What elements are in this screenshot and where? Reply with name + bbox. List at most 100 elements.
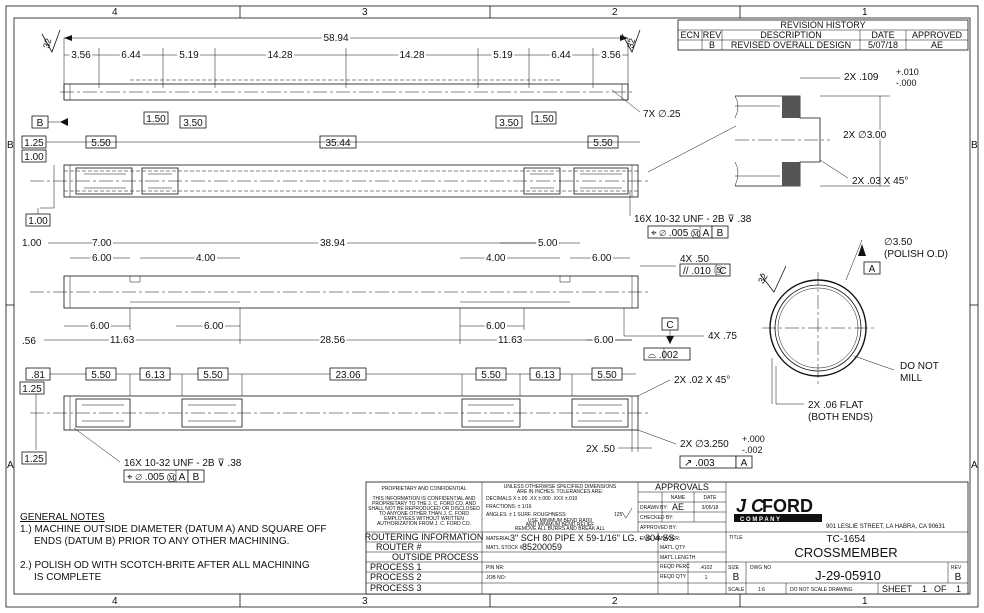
end-polish: (POLISH O.D) xyxy=(884,249,948,260)
zone-ticks xyxy=(6,6,978,607)
v4-od-minus: -.002 xyxy=(742,445,763,455)
v3-dim-600-br: 6.00 xyxy=(594,335,614,346)
v3-profile: ⌓ .002 xyxy=(648,350,679,361)
tol-decimals: DECIMALS X ±.00 .XX ±.000 .XXX ±.010 xyxy=(486,496,578,502)
tol-head-2: ARE IN INCHES. TOLERANCES ARE: xyxy=(517,489,603,495)
zone-top-2: 2 xyxy=(612,7,618,18)
notes-title: GENERAL NOTES xyxy=(20,512,105,523)
outside-process: OUTSIDE PROCESS xyxy=(392,552,479,562)
v3-parallel-datum: C xyxy=(719,266,726,277)
drawn-label: DRAWN BY: xyxy=(640,505,668,511)
v4-dim-550-3: 5.50 xyxy=(481,370,501,381)
rev-value: B xyxy=(955,572,962,583)
tol-radii-1: USE MINIMUM BEND RADII xyxy=(528,518,592,524)
note-2b: IS COMPLETE xyxy=(34,572,102,583)
v4-od: 2X ∅3.250 xyxy=(680,439,729,450)
v1-dim-2: 6.44 xyxy=(121,50,141,61)
v2-dim-150-right: 1.50 xyxy=(534,114,554,125)
v3-dim-100: 1.00 xyxy=(22,238,42,249)
v4-runout: ↗ .003 xyxy=(684,458,715,469)
v4-fcf-tol: ⌖ ∅ .005 Ⓜ xyxy=(127,472,177,483)
size-value: B xyxy=(733,572,740,583)
stock-label: MAT'L STOCK # xyxy=(486,545,523,551)
tol-angles: ANGLES: ± 1 SURF. ROUGHNESS: xyxy=(486,512,567,518)
v4-dim-550-2: 5.50 xyxy=(203,370,223,381)
dwg-label: DWG NO xyxy=(750,565,771,571)
revision-title: REVISION HISTORY xyxy=(780,20,865,30)
v3-dim-056: .56 xyxy=(22,336,36,347)
stock-value: 85200059 xyxy=(522,542,562,552)
logo-jc: J C xyxy=(736,496,765,516)
rev-col-rev: REV xyxy=(703,30,722,40)
zone-right-a: A xyxy=(971,460,978,471)
reqd-perc-value: .4102 xyxy=(700,565,713,571)
end-datum-a: A xyxy=(869,264,876,275)
prop-line-5: EMPLOYEES WITHOUT WRITTEN xyxy=(384,516,464,522)
rev-col-approved: APPROVED xyxy=(912,30,963,40)
material-value: 3" SCH 80 PIPE X 59-1/16" LG. - 304 SS xyxy=(510,533,674,543)
revision-history-table: REVISION HISTORY ECN REV DESCRIPTION DAT… xyxy=(677,19,969,51)
drawn-date: 3/05/18 xyxy=(702,505,719,511)
note-1a: 1.) MACHINE OUTSIDE DIAMETER (DATUM A) A… xyxy=(20,524,327,535)
v1-dim-4: 14.28 xyxy=(267,50,292,61)
part-number: TC-1654 xyxy=(827,534,866,545)
logo-ford: FORD xyxy=(762,496,813,516)
v1-dim-5: 14.28 xyxy=(399,50,424,61)
material-label: MATERIAL: xyxy=(486,536,512,542)
rev-row-desc: REVISED OVERALL DESIGN xyxy=(731,40,851,50)
note-1b: ENDS (DATUM B) PRIOR TO ANY OTHER MACHIN… xyxy=(34,536,289,547)
rev-row-approved: AE xyxy=(931,40,943,50)
v4-od-plus: +.000 xyxy=(742,434,765,444)
zone-top-3: 3 xyxy=(362,7,368,18)
v3-dim-600-bm: 6.00 xyxy=(204,321,224,332)
rev-col-desc: DESCRIPTION xyxy=(760,30,822,40)
detail-chamfer-dim: 2X .109 xyxy=(844,72,879,83)
process-1: PROCESS 1 xyxy=(370,562,422,572)
v3-dim-500: 5.00 xyxy=(538,238,558,249)
of-label: OF xyxy=(934,584,947,594)
v1-dim-8: 3.56 xyxy=(601,50,621,61)
v4-dim-125: 1.25 xyxy=(22,384,42,395)
end-dia: ∅3.50 xyxy=(884,237,913,248)
v4-dim-613-1: 6.13 xyxy=(145,370,165,381)
v2-fcf-a: A xyxy=(703,228,710,239)
v3-dim-2856: 28.56 xyxy=(320,335,345,346)
matl-qty: MAT'L QTY xyxy=(660,545,686,551)
detail-view: 2X .109 +.010 -.000 2X ∅3.00 2X .03 X 45… xyxy=(647,67,919,187)
v4-dim-613-2: 6.13 xyxy=(535,370,555,381)
v3-parallel-tol: // .010 Ⓢ xyxy=(683,265,724,277)
v2-dim-150-left: 1.50 xyxy=(146,114,166,125)
zone-right-b: B xyxy=(971,140,978,151)
v2-thread-callout: 16X 10-32 UNF - 2B ⊽ .38 xyxy=(634,214,752,225)
v2-fcf-tol: ⌖ ∅ .005 Ⓜ xyxy=(651,228,701,239)
eng-label: ENG. MANAGER: xyxy=(640,536,680,542)
approvals-date-h: DATE xyxy=(704,495,718,501)
v3-dim-1163-l: 11.63 xyxy=(110,335,135,346)
view-top: 58.94 3.56 6.44 5.19 14.28 14.28 5.19 6.… xyxy=(41,29,681,120)
overall-length-dim: 58.94 xyxy=(323,33,348,44)
v1-dim-6: 5.19 xyxy=(493,50,513,61)
zone-left-a: A xyxy=(7,460,14,471)
v4-len: 2X .50 xyxy=(586,444,615,455)
v2-dim-125: 1.25 xyxy=(24,138,44,149)
zone-bottom-2: 2 xyxy=(612,596,618,607)
v2-dim-3544: 35.44 xyxy=(325,138,350,149)
end-note-1: DO NOT xyxy=(900,361,939,372)
general-notes: GENERAL NOTES 1.) MACHINE OUTSIDE DIAMET… xyxy=(20,512,327,583)
v1-dim-1: 3.56 xyxy=(71,50,91,61)
matl-length: MAT'L LENGTH xyxy=(660,555,696,561)
drawn-name: AE xyxy=(672,502,684,512)
rev-row-date: 5/07/18 xyxy=(868,40,898,50)
v4-runout-datum: A xyxy=(741,458,748,469)
v3-dim-600-l: 6.00 xyxy=(92,253,112,264)
process-3: PROCESS 3 xyxy=(370,583,422,593)
tol-fractions: FRACTIONS: ± 1/16 xyxy=(486,504,532,510)
detail-tol-plus: +.010 xyxy=(896,67,919,77)
company-address: 901 LESLIE STREET, LA HABRA, CA 90631 xyxy=(826,524,946,530)
v1-dim-7: 6.44 xyxy=(551,50,571,61)
prop-line-3: SHALL NOT BE REPRODUCED OR DISCLOSED xyxy=(368,506,480,512)
v4-dim-550-4: 5.50 xyxy=(597,370,617,381)
of-value: 1 xyxy=(956,584,961,594)
